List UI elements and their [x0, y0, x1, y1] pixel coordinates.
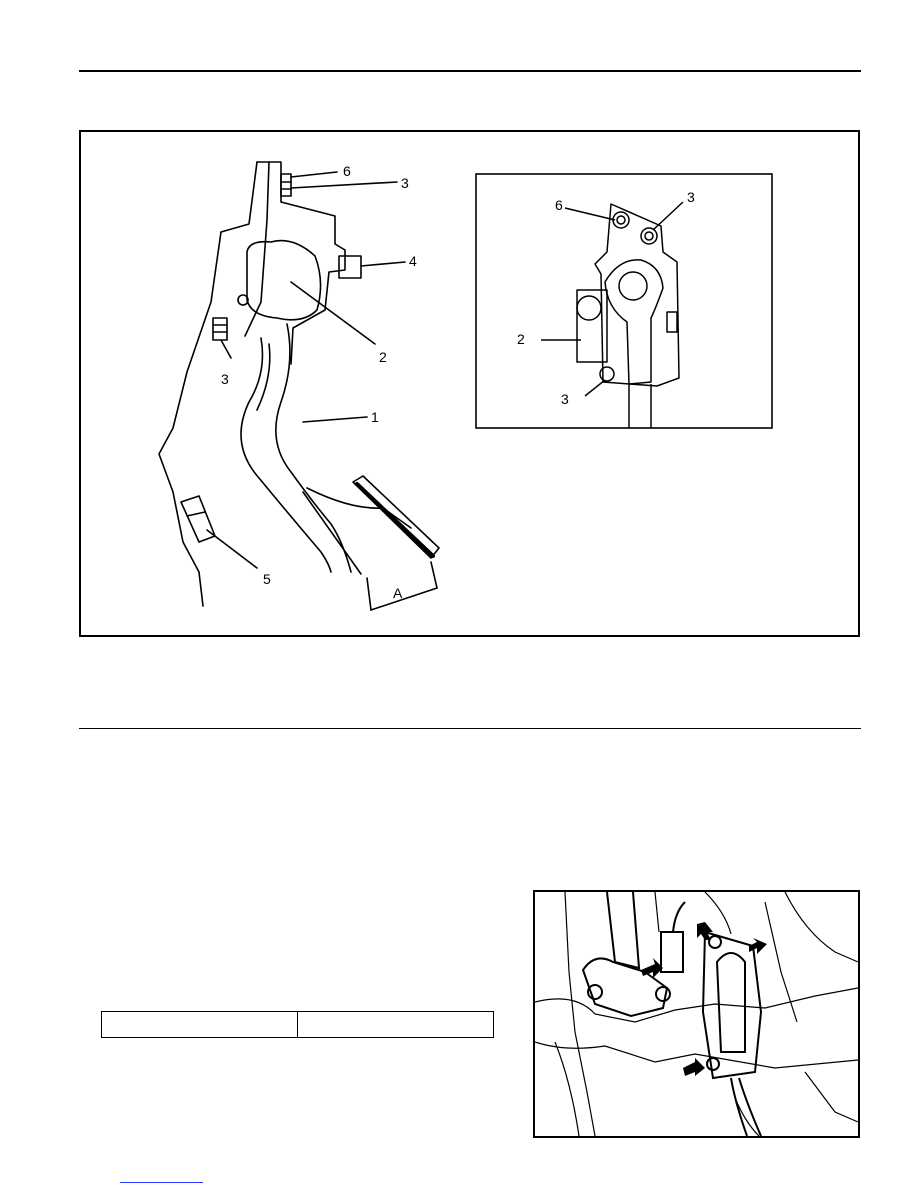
inset-callout-3-bottom: 3 [561, 391, 569, 407]
pedal-arm-back [240, 337, 332, 573]
pedal-arm-inner [256, 343, 271, 411]
callout-6: 6 [343, 163, 351, 179]
arrow-icon [683, 1058, 705, 1076]
photo-bracket-plate [581, 957, 669, 1018]
inset-detail: 6 3 2 3 [475, 173, 773, 429]
callout-3-top: 3 [401, 175, 409, 191]
main-callouts: 6 3 4 2 3 1 5 A [221, 163, 417, 601]
installation-photo-drawing [535, 892, 858, 1136]
photo-connector [660, 931, 684, 973]
callout-4: 4 [409, 253, 417, 269]
callout-1: 1 [371, 409, 379, 425]
accelerator-pedal-figure: 6 3 4 2 3 1 5 A [79, 130, 860, 637]
pedal-stopper [180, 495, 216, 543]
header-rule [79, 70, 861, 72]
inset-callout-3-top: 3 [687, 189, 695, 205]
table-cell-item [101, 1011, 298, 1038]
bolt-top [280, 173, 292, 197]
sensor-housing [246, 239, 322, 321]
pad-link [306, 487, 412, 529]
callout-3-left: 3 [221, 371, 229, 387]
inset-frame [475, 173, 773, 429]
inset-sensor-housing [576, 289, 608, 363]
callout-5: 5 [263, 571, 271, 587]
pedal-assembly-drawing: 6 3 4 2 3 1 5 A [158, 161, 773, 611]
arrow-icon [749, 938, 767, 954]
housing-lug [237, 294, 249, 306]
arrow-icon [697, 922, 713, 940]
dimension-a-label: A [393, 585, 403, 601]
spec-table [101, 1011, 494, 1038]
callout-2: 2 [379, 349, 387, 365]
inset-callout-2: 2 [517, 331, 525, 347]
bolt-left [212, 317, 228, 341]
page-link-underline[interactable] [120, 1182, 203, 1183]
dimension-a-line [370, 587, 438, 611]
inset-callout-6: 6 [555, 197, 563, 213]
installation-photo [533, 890, 860, 1138]
bracket-outline [256, 161, 346, 365]
pedal-arm-front [275, 323, 352, 573]
arrow-icon [641, 958, 663, 978]
table-cell-value [297, 1011, 494, 1038]
pedal-pad [352, 475, 440, 559]
photo-arrows [641, 922, 767, 1076]
inset-sensor-body [604, 259, 664, 385]
connector [338, 255, 362, 279]
bracket-left-edge [158, 161, 258, 607]
bracket-inner-edge [244, 161, 270, 337]
inset-bracket [594, 203, 680, 387]
photo-pedal-arm [606, 892, 641, 970]
section-rule [79, 728, 861, 729]
table-row [101, 1011, 494, 1038]
